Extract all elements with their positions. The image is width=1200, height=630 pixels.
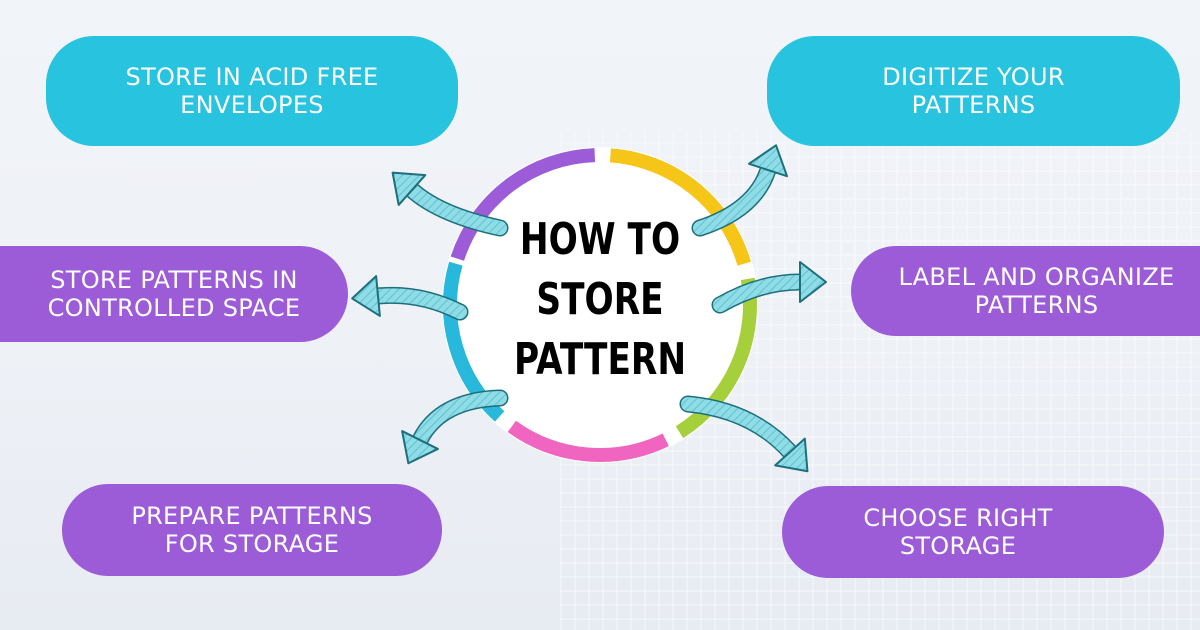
node-digitize-patterns: DIGITIZE YOUR PATTERNS	[767, 36, 1180, 146]
ring-segment	[609, 148, 751, 266]
curved-arrow-icon	[351, 275, 469, 321]
node-controlled-space: STORE PATTERNS IN CONTROLLED SPACE	[0, 246, 348, 342]
curved-arrow-icon	[691, 144, 789, 237]
node-label-organize: LABEL AND ORGANIZE PATTERNS	[851, 246, 1200, 336]
curved-arrow-icon	[679, 395, 809, 473]
ring-segment	[450, 148, 596, 261]
curved-arrow-icon	[391, 171, 509, 237]
node-prepare-patterns: PREPARE PATTERNS FOR STORAGE	[62, 484, 442, 576]
ring-segment	[675, 277, 757, 439]
node-acid-free-envelopes: STORE IN ACID FREE ENVELOPES	[46, 36, 458, 146]
curved-arrow-icon	[401, 389, 509, 465]
center-title: HOW TO STORE PATTERN	[513, 214, 687, 385]
curved-arrow-icon	[711, 261, 827, 314]
center-disc	[442, 147, 758, 463]
node-choose-storage: CHOOSE RIGHT STORAGE	[782, 486, 1164, 578]
ring-segment	[507, 420, 669, 462]
